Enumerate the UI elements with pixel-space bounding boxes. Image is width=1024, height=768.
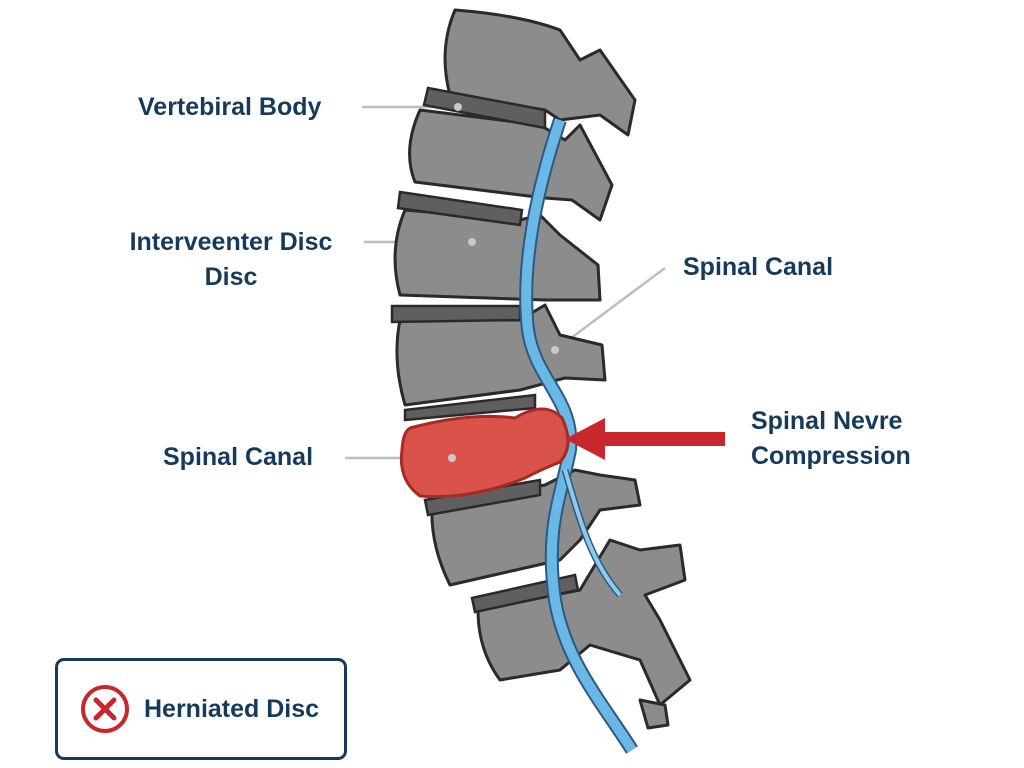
herniated-disc <box>399 407 570 499</box>
leader-spinal-canal-right <box>554 266 666 352</box>
label-disc-line2: Disc <box>204 263 258 291</box>
disc-3 <box>390 304 522 324</box>
x-circle-icon <box>81 685 129 733</box>
disc-4 <box>403 393 537 422</box>
label-compression-line2: Compression <box>751 442 911 470</box>
disc-2 <box>396 190 524 227</box>
label-disc-line1: Interveenter Disc <box>129 228 333 256</box>
legend: Herniated Disc <box>55 658 347 760</box>
label-intervertebral-disc: Interveenter Disc Disc <box>114 225 348 295</box>
sacrum-tip <box>638 698 670 730</box>
label-nerve-compression: Spinal Nevre Compression <box>751 404 911 474</box>
disc-1 <box>422 86 547 130</box>
label-spinal-canal-right: Spinal Canal <box>683 253 834 281</box>
compression-arrow <box>565 418 725 460</box>
label-vertebral-body: Vertebiral Body <box>138 93 322 121</box>
vertebra-2 <box>408 108 614 222</box>
label-spinal-canal-left: Spinal Canal <box>163 443 314 471</box>
leader-dots <box>448 103 559 462</box>
spinal-nerve <box>519 117 638 754</box>
legend-label: Herniated Disc <box>144 694 320 723</box>
vertebra-6 <box>476 538 692 707</box>
vertebra-3 <box>393 208 602 302</box>
vertebra-1 <box>443 8 637 137</box>
label-compression-line1: Spinal Nevre <box>751 407 903 435</box>
